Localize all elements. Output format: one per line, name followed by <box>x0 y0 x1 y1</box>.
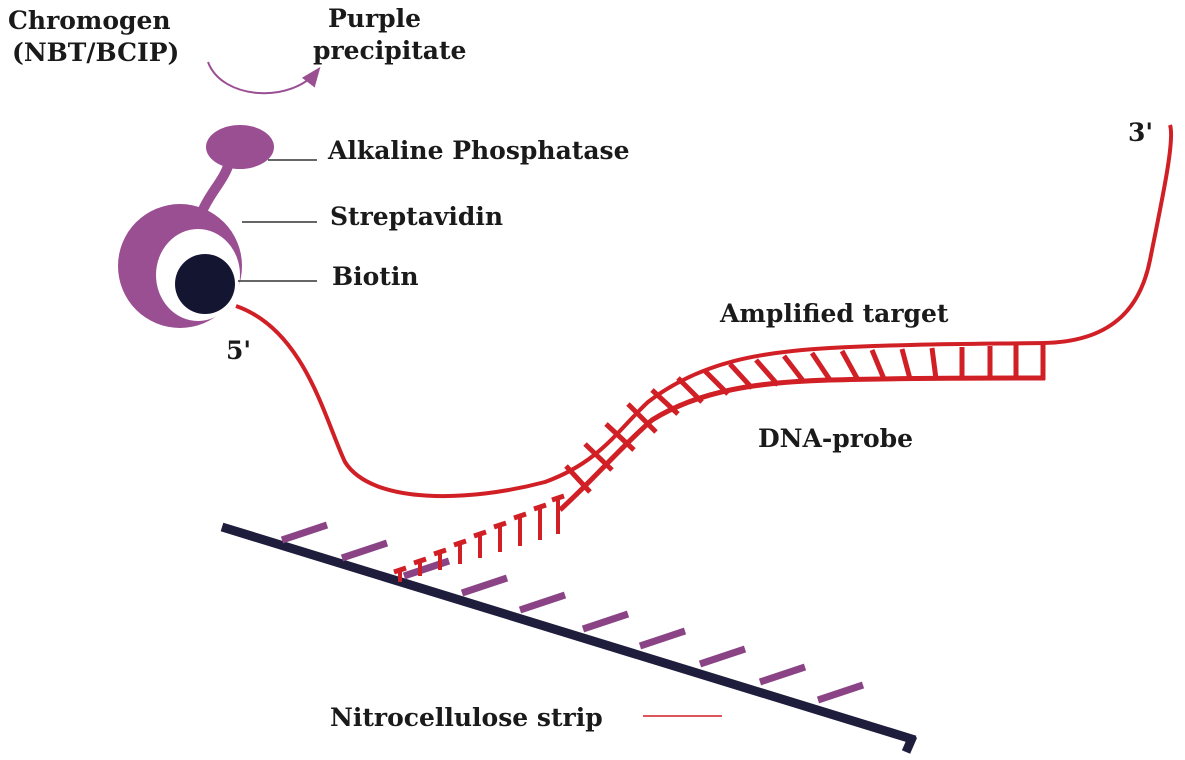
nitrocellulose-strip-label: Nitrocellulose strip <box>330 703 603 733</box>
three-prime-label: 3' <box>1128 118 1153 148</box>
capture-mark-bar <box>454 541 466 545</box>
probe-bar <box>404 561 449 576</box>
immobilized-probe-bars <box>282 525 863 700</box>
hybridization-rung <box>704 370 728 394</box>
probe-bar <box>818 685 863 700</box>
target-strand-3prime <box>1043 125 1171 343</box>
five-prime-label: 5' <box>226 336 251 366</box>
hybridization-rung <box>902 349 910 379</box>
capture-mark-bar <box>414 559 426 563</box>
probe-bar <box>760 667 805 682</box>
biotin-label: Biotin <box>332 262 419 292</box>
biotin-circle <box>175 254 235 314</box>
capture-mark-bar <box>552 496 564 500</box>
chromogen-label: Chromogen <box>8 6 171 36</box>
probe-bar <box>583 614 628 629</box>
probe-bar <box>520 595 565 610</box>
dna-probe-label: DNA-probe <box>758 424 913 454</box>
capture-mark-bar <box>474 532 486 536</box>
purple-label: Purple <box>328 4 421 34</box>
streptavidin-label: Streptavidin <box>330 202 503 232</box>
precipitate-label: precipitate <box>313 36 466 66</box>
probe-bar <box>700 649 745 664</box>
probe-bar <box>282 525 327 540</box>
probe-bar <box>462 578 507 593</box>
chromogen-formula-label: (NBT/BCIP) <box>12 38 179 68</box>
hybridization-rung <box>730 364 752 388</box>
alkaline-phosphatase-label: Alkaline Phosphatase <box>328 136 630 166</box>
hybridization-rung <box>756 360 778 385</box>
hybridization-rung <box>812 353 830 380</box>
capture-probe-marks <box>394 496 564 582</box>
hybridization-rung <box>932 348 936 379</box>
hybridization-rung <box>872 350 884 379</box>
hybridization-rung <box>566 466 590 492</box>
conversion-arrow <box>208 62 318 93</box>
hybridization-rung <box>842 351 858 380</box>
capture-mark-bar <box>494 523 506 527</box>
capture-mark-bar <box>514 514 526 518</box>
capture-mark-bar <box>434 550 446 554</box>
hybridization-rung <box>678 378 702 402</box>
probe-bar <box>640 631 685 646</box>
enzyme-complex <box>118 125 274 328</box>
hybridization-rung <box>606 424 634 450</box>
enzyme-stalk <box>202 160 230 212</box>
amplified-target-label: Amplified target <box>720 299 948 329</box>
capture-mark-bar <box>534 505 546 509</box>
capture-mark-bar <box>394 568 406 572</box>
target-strand-5prime <box>236 306 1043 496</box>
probe-bar <box>342 543 387 558</box>
alkaline-phosphatase-blob <box>206 125 274 169</box>
hybridization-rung <box>784 356 804 382</box>
